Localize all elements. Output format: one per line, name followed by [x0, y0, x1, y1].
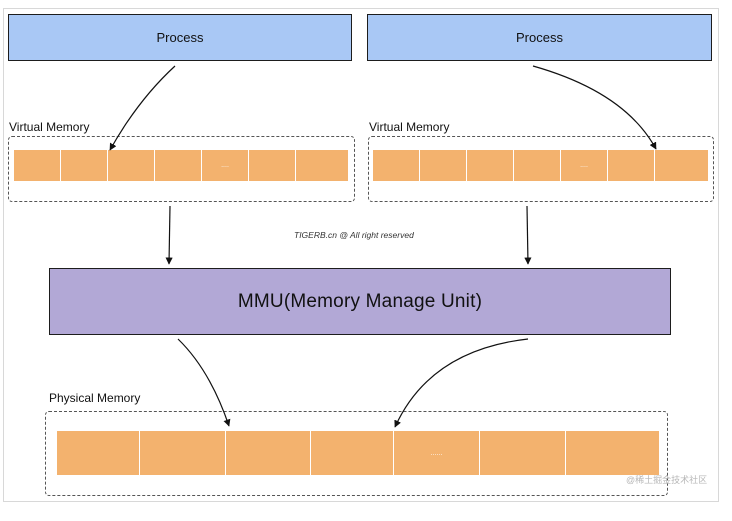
memory-cell: .... [561, 150, 608, 181]
memory-cell [155, 150, 202, 181]
memory-cell [373, 150, 420, 181]
memory-cell [655, 150, 708, 181]
arrow-process-to-virtual-right [532, 65, 657, 150]
process-box-right: Process [367, 14, 712, 61]
process-label: Process [516, 30, 563, 45]
corner-watermark: @稀土掘金技术社区 [626, 475, 708, 485]
memory-cell [108, 150, 155, 181]
virtual-memory-label-left: Virtual Memory [9, 120, 90, 134]
memory-cell [296, 150, 348, 181]
arrow-process-to-virtual-left [109, 65, 176, 151]
process-label: Process [156, 30, 204, 45]
diagram-frame [3, 8, 719, 502]
memory-cell [61, 150, 108, 181]
memory-cell [608, 150, 655, 181]
physical-memory-strip: ...... [57, 431, 659, 475]
physical-memory-label: Physical Memory [49, 391, 141, 405]
memory-cell [140, 431, 226, 475]
virtual-memory-strip-right: .... [373, 150, 708, 181]
memory-cell [311, 431, 394, 475]
arrow-mmu-to-physical-right [394, 338, 529, 428]
memory-cell [480, 431, 566, 475]
mmu-box: MMU(Memory Manage Unit) [49, 268, 671, 335]
physical-memory-container [45, 411, 668, 496]
memory-cell [420, 150, 467, 181]
arrow-virtual-left-to-mmu [165, 205, 173, 265]
process-box-left: Process [8, 14, 352, 61]
memory-cell: ...... [394, 431, 480, 475]
virtual-memory-container-right [368, 136, 714, 202]
virtual-memory-container-left [8, 136, 355, 202]
memory-cell [514, 150, 561, 181]
virtual-memory-label-right: Virtual Memory [369, 120, 450, 134]
virtual-memory-strip-left: .... [14, 150, 348, 181]
memory-cell [249, 150, 296, 181]
memory-cell [14, 150, 61, 181]
memory-cell: .... [202, 150, 249, 181]
mmu-label: MMU(Memory Manage Unit) [237, 290, 483, 312]
memory-cell [566, 431, 659, 475]
memory-cell [57, 431, 140, 475]
copyright-watermark: TIGERB.cn @ All right reserved [294, 230, 414, 240]
arrow-mmu-to-physical-left [177, 338, 231, 427]
memory-cell [467, 150, 514, 181]
arrow-virtual-right-to-mmu [524, 205, 532, 265]
memory-cell [226, 431, 311, 475]
